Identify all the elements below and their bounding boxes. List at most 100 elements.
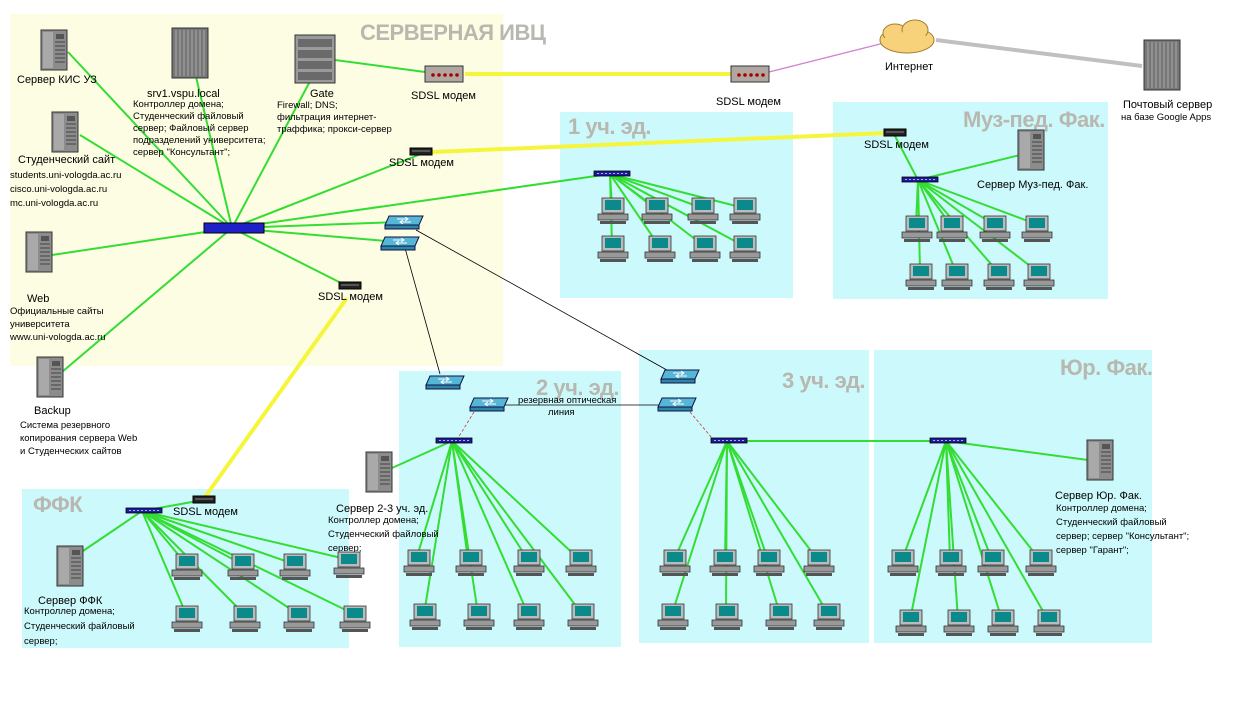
- building3-pc: [659, 549, 691, 577]
- law-server-icon: [1086, 439, 1114, 481]
- server-student-site-icon: [51, 111, 79, 153]
- internet-link: [768, 41, 889, 73]
- mail-server-desc: на базе Google Apps: [1121, 112, 1211, 123]
- mail-server-icon: [1143, 39, 1181, 91]
- server-backup-icon: [36, 356, 64, 398]
- internet-label: Интернет: [885, 61, 933, 73]
- server-kis-icon: [40, 29, 68, 71]
- server-web-desc: Официальные сайты университета www.uni-v…: [9, 306, 106, 343]
- building2-3-server-label: Сервер 2-3 уч. эд.: [336, 503, 428, 515]
- muzped-pc: [1023, 263, 1055, 291]
- building1-pc: [644, 235, 676, 263]
- server-web-icon: [25, 231, 53, 273]
- muzped-server-label: Сервер Муз-пед. Фак.: [977, 179, 1088, 191]
- building3-switch-1-icon: [660, 369, 700, 384]
- muzped-server-icon: [1017, 129, 1045, 171]
- muzped-pc: [979, 215, 1011, 243]
- zone-title-building3: 3 уч. эд.: [782, 368, 865, 393]
- sdsl-modem-internet-icon: [730, 65, 770, 83]
- ffk-pc: [339, 605, 371, 633]
- sdsl-modem-center2-label: SDSL модем: [318, 291, 383, 303]
- building2-pc: [403, 549, 435, 577]
- ffk-pc: [171, 553, 203, 581]
- building1-pc: [597, 235, 629, 263]
- building2-pc: [565, 549, 597, 577]
- building3-pc: [813, 603, 845, 631]
- switch-hub-links: [457, 411, 713, 439]
- mail-server-label: Почтовый сервер: [1123, 99, 1212, 111]
- building2-3-server-desc: Контроллер домена; Студенческий файловый…: [328, 515, 441, 554]
- building1-pc: [597, 197, 629, 225]
- sdsl-modem-ffk-label: SDSL модем: [173, 506, 238, 518]
- building1-pc: [689, 235, 721, 263]
- zone-title-server-room: СЕРВЕРНАЯ ИВЦ: [360, 20, 546, 45]
- core-switch-2-icon: [380, 236, 420, 251]
- law-pc: [977, 549, 1009, 577]
- server-student-site-desc: students.uni-vologda.ac.ru cisco.uni-vol…: [10, 170, 124, 209]
- ffk-server-label: Сервер ФФК: [38, 595, 103, 607]
- zone-title-ffk: ФФК: [33, 492, 83, 517]
- muzped-pc: [983, 263, 1015, 291]
- building3-pc: [657, 603, 689, 631]
- building2-switch-1-icon: [425, 375, 465, 390]
- law-pc: [1033, 609, 1065, 637]
- server-student-site-label: Студенческий сайт: [18, 154, 115, 166]
- ffk-pc: [171, 605, 203, 633]
- law-pc: [935, 549, 967, 577]
- server-gate-icon: [294, 34, 336, 84]
- sdsl-modem-gate-icon: [424, 65, 464, 83]
- optical-links: [404, 229, 675, 406]
- muzped-pc: [936, 215, 968, 243]
- building1-pc: [641, 197, 673, 225]
- building1-pc: [687, 197, 719, 225]
- building1-pc: [729, 197, 761, 225]
- sdsl-modem-gate-label: SDSL модем: [411, 90, 476, 102]
- building3-switch-2-icon: [657, 397, 697, 412]
- zone-building3: [639, 350, 869, 643]
- building2-pc: [409, 603, 441, 631]
- server-backup-label: Backup: [34, 405, 71, 417]
- law-hub-icon: [929, 437, 967, 444]
- zone-title-building2: 2 уч. эд.: [536, 375, 619, 400]
- building2-pc: [463, 603, 495, 631]
- law-server-desc: Контроллер домена; Студенческий файловый…: [1056, 503, 1192, 556]
- ffk-server-desc: Контроллер домена; Студенческий файловый…: [24, 606, 137, 647]
- sdsl-modem-ffk-icon: [192, 495, 216, 504]
- zone-title-muzped: Муз-пед. Фак.: [963, 107, 1105, 132]
- ffk-pc: [333, 551, 365, 579]
- sdsl-modem-muzped-label: SDSL модем: [864, 139, 929, 151]
- building3-pc: [803, 549, 835, 577]
- server-kis-label: Сервер КИС УЗ: [17, 74, 97, 86]
- sdsl-modem-center2-icon: [338, 281, 362, 290]
- central-hub-icon: [203, 222, 265, 234]
- server-srv1-icon: [171, 27, 209, 79]
- building1-hub-icon: [593, 170, 631, 177]
- building2-switch-2-icon: [469, 397, 509, 412]
- building2-hub-icon: [435, 437, 473, 444]
- backup-link-label: резервная оптическая линия: [518, 395, 619, 418]
- sdsl-modem-muzped-icon: [883, 128, 907, 137]
- zone-title-law: Юр. Фак.: [1060, 355, 1153, 380]
- server-web-label: Web: [27, 293, 49, 305]
- ffk-pc: [279, 553, 311, 581]
- law-pc: [1025, 549, 1057, 577]
- building2-3-server-icon: [365, 451, 393, 493]
- zone-law: [874, 350, 1152, 643]
- building1-pc: [729, 235, 761, 263]
- ffk-hub-icon: [125, 507, 163, 514]
- sdsl-modem-center1-icon: [409, 147, 433, 156]
- zone-building2: [399, 371, 621, 647]
- ffk-pc: [227, 553, 259, 581]
- muzped-hub-icon: [901, 176, 939, 183]
- muzped-pc: [901, 215, 933, 243]
- sdsl-modem-center1-label: SDSL модем: [389, 157, 454, 169]
- ffk-pc: [283, 605, 315, 633]
- muzped-pc: [941, 263, 973, 291]
- ffk-pc: [229, 605, 261, 633]
- building3-hub-icon: [710, 437, 748, 444]
- zone-server-room: [10, 14, 503, 366]
- internet-cloud-icon: [879, 19, 935, 54]
- building2-pc: [513, 603, 545, 631]
- zone-title-building1: 1 уч. эд.: [568, 114, 651, 139]
